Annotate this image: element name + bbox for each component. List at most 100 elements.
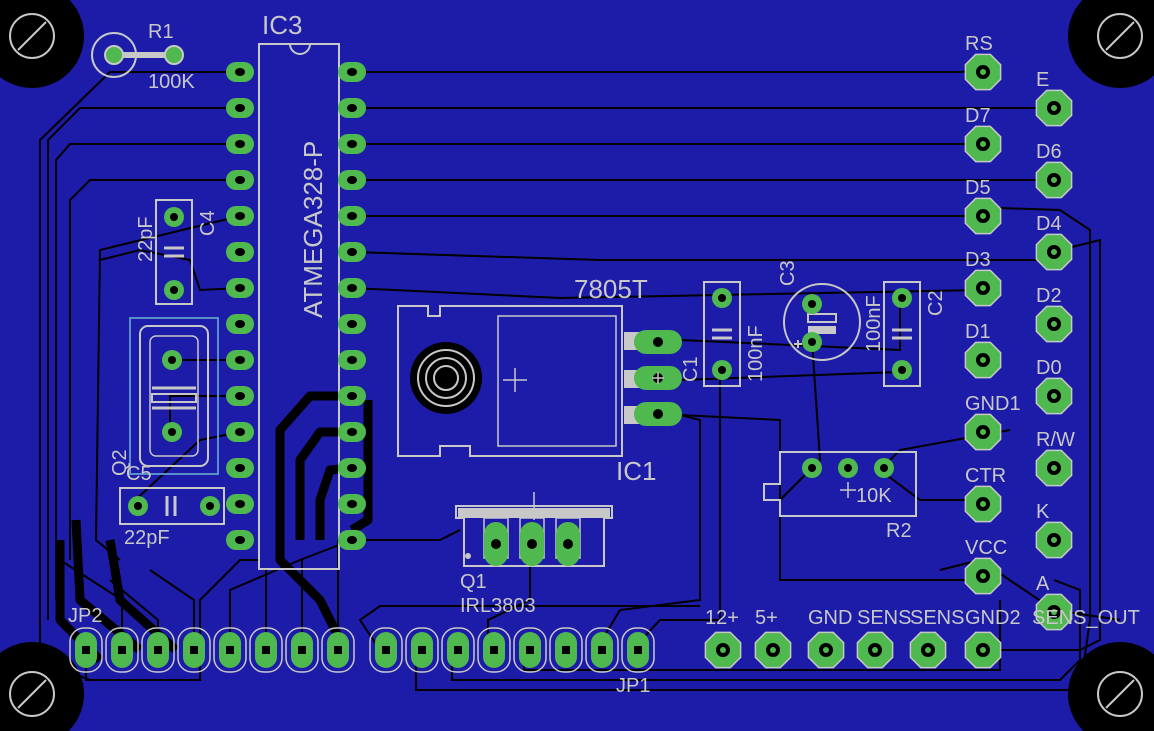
c3-ref-label: C3 [777, 260, 799, 286]
lcd-pin-label: D0 [1036, 357, 1062, 379]
mount-hole-top-right [1068, 0, 1154, 88]
pad-drill-core [823, 647, 829, 653]
lcd-pin-label: D4 [1036, 213, 1062, 235]
pad-drill [347, 428, 357, 436]
pad-drill [235, 176, 245, 184]
ic1-ref-label: IC1 [616, 456, 656, 486]
c5-capacitor: C5 22pF [119, 463, 225, 549]
pad-drill-core [1051, 177, 1057, 183]
jp2-pin-outline [177, 627, 211, 673]
pad-drill [454, 646, 462, 654]
pad-drill [347, 212, 357, 220]
pad-drill [82, 646, 90, 654]
ic3-ref-label: IC3 [262, 10, 302, 40]
pad-drill [418, 646, 426, 654]
pad-drill-core [1051, 609, 1057, 615]
pad-drill [190, 646, 198, 654]
pad-drill [347, 104, 357, 112]
pad-drill [347, 392, 357, 400]
terminal-label: SENS_OUT [1032, 607, 1140, 629]
r1-pad-1 [104, 45, 124, 65]
terminal-label: SENS [857, 607, 911, 629]
pad-drill [235, 500, 245, 508]
pad-drill [235, 104, 245, 112]
jp2-pads [69, 627, 355, 673]
pad-drill-core [770, 647, 776, 653]
c1-value-label: 100nF [745, 325, 767, 382]
jp1-pin-outline [477, 627, 511, 673]
r1-pad-2 [164, 45, 184, 65]
lcd-pin-label: K [1036, 501, 1050, 523]
lcd-pin-label: GND1 [965, 393, 1021, 415]
jp1-pin-outline [513, 627, 547, 673]
jp1-pin-outline [441, 627, 475, 673]
pad-drill [334, 646, 342, 654]
c2-capacitor: C2 100nF [863, 281, 947, 387]
lcd-pin-label: D5 [965, 177, 991, 199]
r1-ref-label: R1 [148, 21, 174, 43]
pad-drill-core [1051, 249, 1057, 255]
pad-drill-core [1051, 105, 1057, 111]
terminal-label: GND2 [965, 607, 1021, 629]
lcd-pin-label: D6 [1036, 141, 1062, 163]
pad-drill [490, 646, 498, 654]
pad-drill [235, 140, 245, 148]
pad-drill-core [980, 429, 986, 435]
q2-ref-label: Q2 [109, 449, 131, 476]
jp1-header: JP1 [369, 627, 655, 697]
lcd-pin-label: D2 [1036, 285, 1062, 307]
pad-drill [235, 356, 245, 364]
ic3-microcontroller: IC3 ATMEGA328-P [258, 10, 340, 570]
pad-drill [226, 646, 234, 654]
pad-drill [562, 646, 570, 654]
jp1-pin-outline [549, 627, 583, 673]
lcd-pin-label: A [1036, 573, 1050, 595]
r2-value-label: 10K [856, 485, 892, 507]
jp2-header: JP2 [68, 605, 355, 673]
pad-drill-core [980, 213, 986, 219]
pad-drill [235, 212, 245, 220]
pad-drill [235, 68, 245, 76]
pad-drill-core [872, 647, 878, 653]
pad-drill [347, 176, 357, 184]
c3-electrolytic-capacitor: C3 [777, 260, 861, 361]
ic3-value-label: ATMEGA328-P [298, 141, 328, 318]
jp1-pin-outline [621, 627, 655, 673]
pad-drill-core [980, 647, 986, 653]
lcd-pin-label: VCC [965, 537, 1007, 559]
q1-ref-label: Q1 [460, 571, 487, 593]
jp2-pin-outline [285, 627, 319, 673]
mount-hole-bottom-right [1068, 642, 1154, 731]
jp2-pin-outline [105, 627, 139, 673]
pad-drill [598, 646, 606, 654]
jp1-pin-outline [585, 627, 619, 673]
ic3-pads [226, 62, 366, 550]
jp2-pin-outline [249, 627, 283, 673]
pad-drill [235, 248, 245, 256]
c5-ref-label: C5 [126, 463, 152, 485]
c1-capacitor: C1 100nF [680, 281, 767, 387]
pad-drill [347, 464, 357, 472]
c4-capacitor: C4 22pF [135, 199, 219, 305]
terminal-label: 5+ [755, 607, 778, 629]
pad-drill [347, 500, 357, 508]
c4-ref-label: C4 [197, 210, 219, 236]
jp1-ref-label: JP1 [616, 675, 650, 697]
c2-value-label: 100nF [863, 295, 885, 352]
mount-hole-top-left [0, 0, 84, 88]
jp2-pin-outline [321, 627, 355, 673]
pad-drill-core [1051, 393, 1057, 399]
q2-crystal: Q2 [109, 317, 219, 476]
terminal-label: SENS [910, 607, 964, 629]
ic1-value-label: 7805T [574, 274, 648, 304]
lcd-pin-label: D7 [965, 105, 991, 127]
pad-drill-core [720, 647, 726, 653]
c1-ref-label: C1 [680, 356, 702, 382]
pad-drill [347, 284, 357, 292]
pad-drill [235, 284, 245, 292]
pad-drill [347, 320, 357, 328]
pad-drill-core [1051, 465, 1057, 471]
pad-drill [347, 356, 357, 364]
jp2-ref-label: JP2 [68, 605, 102, 627]
